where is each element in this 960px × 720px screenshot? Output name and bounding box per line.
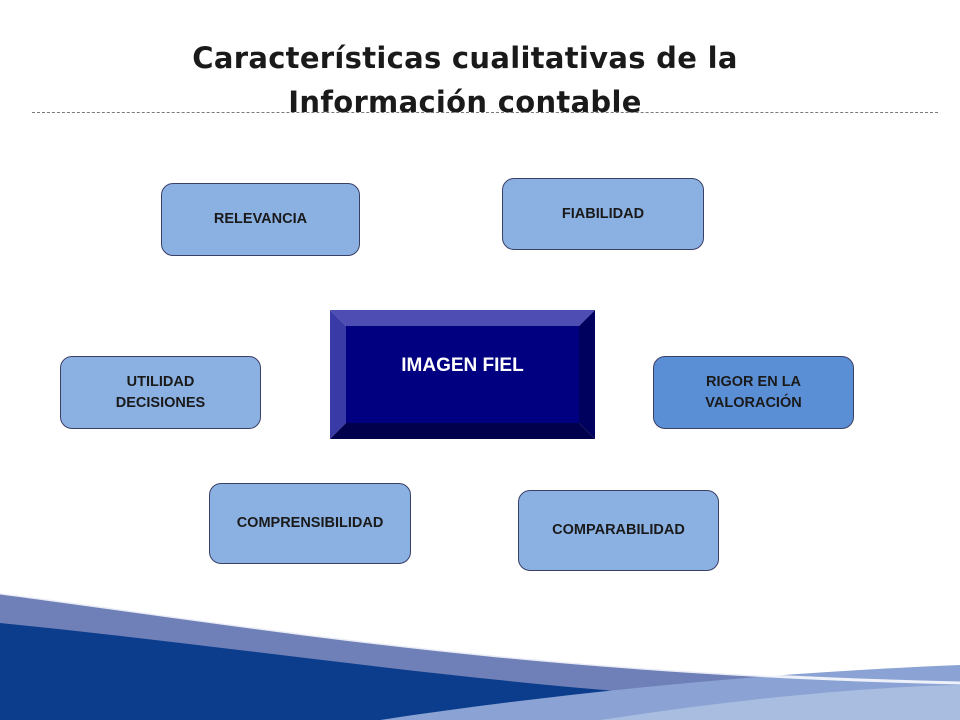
box-relevancia: RELEVANCIA bbox=[161, 183, 360, 256]
center-label: IMAGEN FIEL bbox=[401, 355, 524, 376]
title-line-2: Información contable bbox=[288, 85, 642, 119]
center-box-bevel bbox=[330, 310, 595, 439]
title-line-1: Características cualitativas de la bbox=[192, 41, 738, 75]
box-utilidad-decisiones: UTILIDAD DECISIONES bbox=[60, 356, 261, 429]
box-rigor-valoracion: RIGOR EN LA VALORACIÓN bbox=[653, 356, 854, 429]
center-box-imagen-fiel: IMAGEN FIEL bbox=[330, 310, 595, 439]
decorative-wave-footer bbox=[0, 591, 960, 720]
box-comprensibilidad: COMPRENSIBILIDAD bbox=[209, 483, 411, 564]
box-comparabilidad: COMPARABILIDAD bbox=[518, 490, 719, 571]
title-divider bbox=[32, 112, 938, 113]
box-fiabilidad: FIABILIDAD bbox=[502, 178, 704, 250]
slide-title: Características cualitativas de la Infor… bbox=[120, 36, 810, 124]
